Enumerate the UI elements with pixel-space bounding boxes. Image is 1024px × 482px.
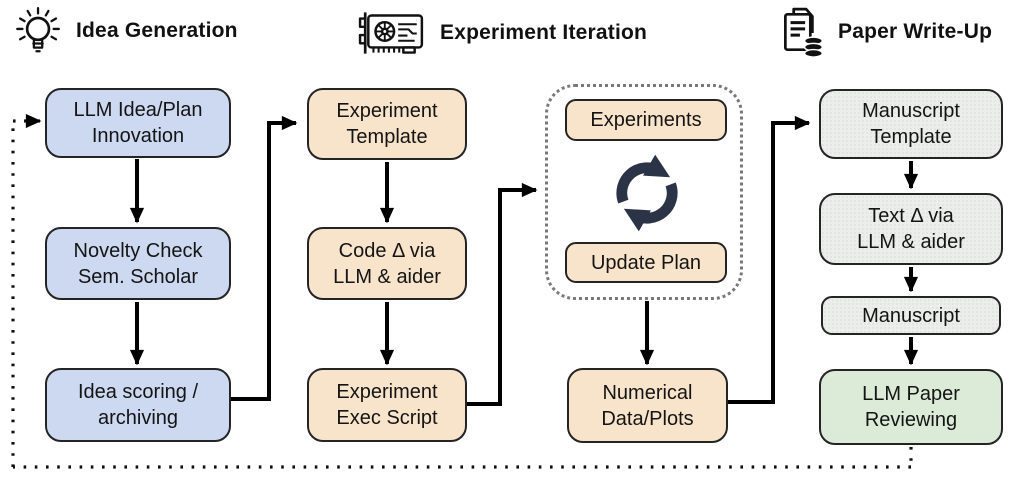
section-header-idea-generation: Idea Generation <box>12 4 238 58</box>
iteration-loop-container <box>545 84 743 300</box>
section-header-paper-write-up: Paper Write-Up <box>780 6 992 58</box>
box-experiment-exec-script: Experiment Exec Script <box>307 368 467 442</box>
lightbulb-icon <box>16 7 60 53</box>
box-manuscript: Manuscript <box>821 296 1001 335</box>
box-novelty-check: Novelty Check Sem. Scholar <box>45 227 231 300</box>
connector-exec-to-loop <box>467 182 538 406</box>
box-text-delta: Text Δ via LLM & aider <box>819 193 1003 265</box>
box-idea-scoring: Idea scoring / archiving <box>45 368 231 442</box>
box-numerical-data-plots: Numerical Data/Plots <box>567 368 728 443</box>
box-manuscript-template: Manuscript Template <box>819 89 1003 159</box>
box-llm-idea-plan-innovation: LLM Idea/Plan Innovation <box>45 88 231 158</box>
box-update-plan: Update Plan <box>565 242 727 283</box>
section-title: Paper Write-Up <box>838 20 993 43</box>
box-experiments: Experiments <box>565 99 727 141</box>
feedback-loop-dotted-path <box>11 119 913 469</box>
documents-database-icon <box>784 7 824 58</box>
refresh-loop-icon <box>601 148 693 238</box>
section-title: Experiment Iteration <box>440 21 648 44</box>
connector-scoring-to-template <box>231 115 298 401</box>
section-header-experiment-iteration: Experiment Iteration <box>358 10 647 56</box>
connector-numerical-to-mstemplate <box>727 115 811 404</box>
gpu-card-icon <box>358 12 424 54</box>
section-title: Idea Generation <box>76 19 238 42</box>
box-experiment-template: Experiment Template <box>307 88 467 160</box>
box-llm-paper-reviewing: LLM Paper Reviewing <box>819 369 1003 445</box>
box-code-delta: Code Δ via LLM & aider <box>307 227 467 300</box>
